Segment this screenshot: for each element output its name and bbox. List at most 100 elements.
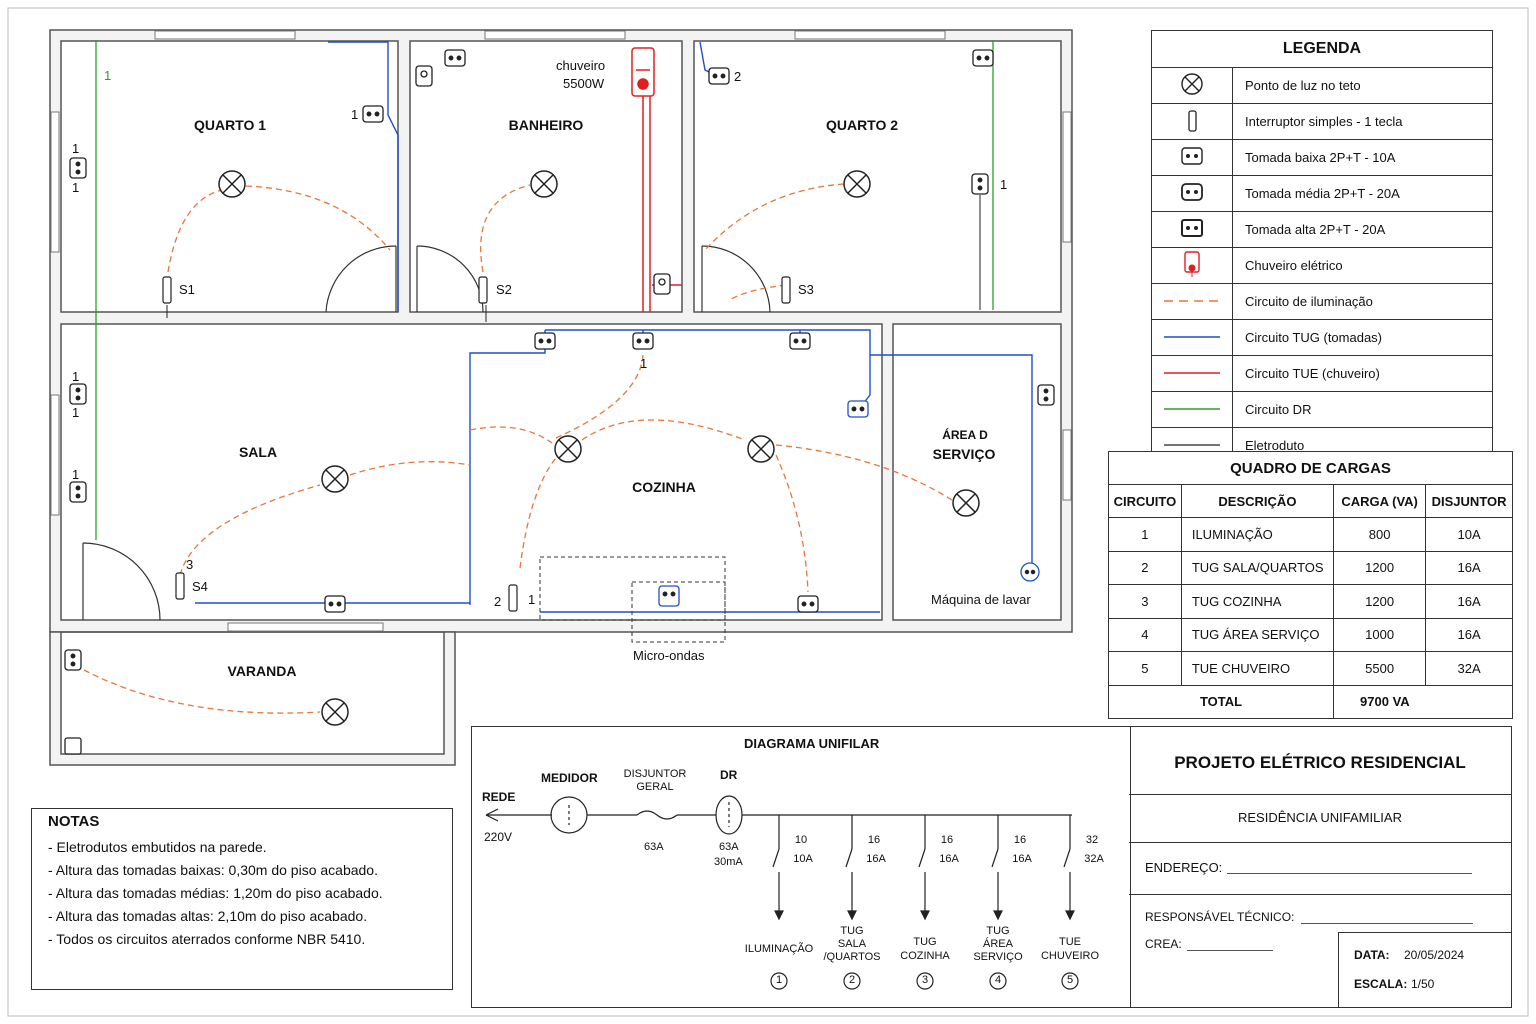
circuit-number: 1 [72,369,80,384]
table-cell: 4 [1108,617,1182,652]
branch-label: TUG [840,925,864,937]
total-label: TOTAL [1107,684,1335,719]
table-cell: 16A [1425,617,1513,652]
switch-s1-label: S1 [179,282,195,297]
legend-row: Ponto de luz no teto [1151,67,1493,104]
branch-label: SERVIÇO [973,951,1023,963]
conduit [166,195,981,322]
legend-row: Circuito de iluminação [1151,283,1493,320]
notes-title: NOTAS [48,813,100,830]
branch-label: TUG [986,925,1010,937]
circuit-number: 1 [104,68,112,83]
switch-icon [781,276,791,304]
rede-label: REDE [482,790,516,804]
outlet-icon [64,737,82,755]
legend-row: Tomada média 2P+T - 20A [1151,175,1493,212]
circuit-number: 1 [528,592,536,607]
switch-s3-label: S3 [798,282,814,297]
circuit-badge: 4 [994,974,1002,986]
outlet-icon [362,105,384,123]
switch-icon [478,276,488,304]
branch-breaker [1063,848,1071,868]
total-value: 9700 VA [1333,684,1513,719]
legend-label: Circuito TUE (chuveiro) [1232,355,1493,392]
escala-value: 1/50 [1411,977,1435,991]
legend-label: Chuveiro elétrico [1232,247,1493,284]
table-cell: 1000 [1333,617,1427,652]
medidor-label: MEDIDOR [541,771,598,785]
switch-icon [162,276,172,304]
ceiling-light-icon [554,435,582,463]
switches [162,276,791,612]
project-title: PROJETO ELÉTRICO RESIDENCIAL [1174,753,1466,772]
ceiling-light-icon [1181,73,1203,95]
switch-s4-label: S4 [192,579,208,594]
table-row: 3 TUG COZINHA 1200 16A [1108,584,1513,619]
table-cell: 1200 [1333,584,1427,619]
room-servico: SERVIÇO [932,446,996,462]
disjuntor-geral-label-1: DISJUNTOR [623,768,687,780]
ceiling-light-icon [747,435,775,463]
circuit-number: 2 [494,594,502,609]
circuit-badge: 3 [921,974,929,986]
legend-label: Interruptor simples - 1 tecla [1232,103,1493,140]
circuit-badge-circle [770,972,788,990]
outlet-icon [69,383,87,405]
note-line: - Altura das tomadas altas: 2,10m do pis… [48,908,368,924]
table-cell: TUE CHUVEIRO [1180,651,1335,686]
data-label: DATA: [1354,948,1390,962]
branch-label: /QUARTOS [823,951,881,963]
branch-label: TUG [913,936,937,948]
ceiling-light-icon [843,170,871,198]
outlets [64,49,1055,755]
circuit-badge-circle [843,972,861,990]
table-row: 4 TUG ÁREA SERVIÇO 1000 16A [1108,617,1513,652]
endereco-field [1227,873,1472,874]
table-row: 1 ILUMINAÇÃO 800 10A [1108,517,1513,552]
legend-label: Circuito TUG (tomadas) [1232,319,1493,356]
branch-number: 16 [1013,834,1027,846]
microwave-label: Micro-ondas [633,648,705,663]
branch-breaker [918,848,926,868]
table-row: 2 TUG SALA/QUARTOS 1200 16A [1108,550,1513,585]
note-line: - Todos os circuitos aterrados conforme … [48,931,366,947]
dr-label: DR [720,768,738,782]
room-varanda: VARANDA [227,663,297,679]
table-cell: 16A [1425,584,1513,619]
rede-voltage: 220V [484,830,513,844]
room-quarto1: QUARTO 1 [193,117,267,133]
table-cell: ILUMINAÇÃO [1180,517,1335,552]
dr-circuit [95,40,994,540]
branch-arrow [847,910,857,921]
legend-label: Circuito DR [1232,391,1493,428]
loads-header: CIRCUITO [1108,484,1182,518]
table-total-row: TOTAL 9700 VA [1107,684,1513,719]
switch-icon [508,584,518,612]
table-cell: 5 [1108,651,1182,686]
table-row: 5 TUE CHUVEIRO 5500 32A [1108,651,1513,686]
branch-arrow [920,910,930,921]
dr-value-1: 63A [719,841,739,853]
loads-header: DISJUNTOR [1425,484,1513,518]
notes-box: NOTAS - Eletrodutos embutidos na parede.… [31,808,453,990]
room-cozinha: COZINHA [632,479,696,495]
ceiling-light-icon [218,170,246,198]
loads-header: CARGA (VA) [1333,484,1427,518]
shower-icon [631,47,655,97]
dashed-orange-line [1164,300,1220,302]
note-line: - Eletrodutos embutidos na parede. [48,839,267,855]
room-servico-top: ÁREA D [942,428,988,442]
branch-breaker [772,848,780,868]
loads-table: QUADRO DE CARGAS CIRCUITO DESCRIÇÃO CARG… [1107,451,1513,719]
circuit-number: 1 [72,467,80,482]
outlet-icon [534,332,556,350]
outlet-icon [1037,384,1055,406]
responsavel-label: RESPONSÁVEL TÉCNICO: [1145,910,1295,924]
table-cell: 3 [1108,584,1182,619]
branch-amperage: 10A [793,853,813,865]
green-line [1164,408,1220,410]
branch-amperage: 16A [866,853,886,865]
circuit-number: 1 [72,180,80,195]
table-cell: TUG ÁREA SERVIÇO [1180,617,1335,652]
walls [49,29,1073,766]
